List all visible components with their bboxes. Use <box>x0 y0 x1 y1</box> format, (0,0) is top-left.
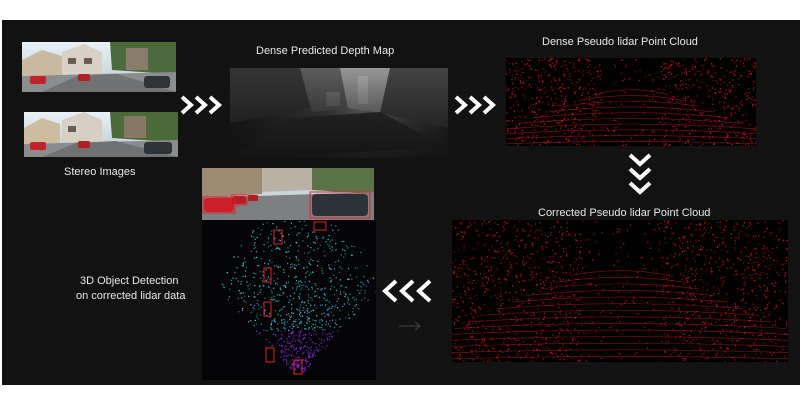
detection-box <box>265 347 275 363</box>
point-cloud-texture <box>506 58 756 146</box>
stereo-image-left <box>22 42 176 92</box>
arrow-right-icon <box>454 94 502 121</box>
arrow-left-icon <box>380 278 440 309</box>
detection-box <box>313 221 327 231</box>
stereo-image-right <box>24 112 178 157</box>
corrected-lidar-label: Corrected Pseudo lidar Point Cloud <box>538 207 711 219</box>
detection-box <box>273 229 283 245</box>
pseudo-lidar-image <box>506 58 756 146</box>
arrow-down-icon <box>626 152 654 205</box>
arrow-right-icon <box>180 94 228 121</box>
detection-box <box>293 359 303 375</box>
corrected-lidar-image <box>452 220 788 362</box>
faint-arrow-icon <box>398 318 424 336</box>
detection-box <box>263 301 272 317</box>
depth-map-label: Dense Predicted Depth Map <box>256 45 395 57</box>
pipeline-diagram: Stereo Images Dense Predicted Depth Map <box>2 20 800 385</box>
detection-label-line1: 3D Object Detection <box>80 275 179 287</box>
detection-label-line2: on corrected lidar data <box>76 290 186 302</box>
bev-lidar-texture <box>221 220 376 375</box>
detection-bev-image <box>202 220 376 380</box>
point-cloud-texture <box>452 220 788 362</box>
pseudo-lidar-label: Dense Pseudo lidar Point Cloud <box>542 36 698 48</box>
stereo-images-label: Stereo Images <box>64 166 136 178</box>
detection-camera-image <box>202 168 374 220</box>
depth-map-image <box>230 68 448 158</box>
detection-box <box>263 267 272 283</box>
